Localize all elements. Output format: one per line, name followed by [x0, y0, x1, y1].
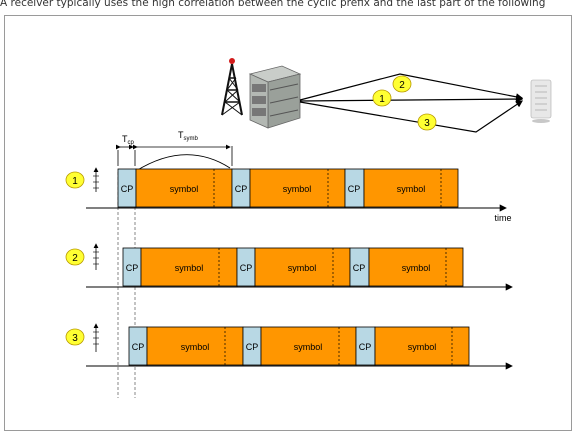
symbol-label: symbol [288, 263, 317, 273]
row-3: 3 CP symbol CP symbol CP symbol [65, 323, 513, 370]
row-1-badge-label: 1 [72, 176, 78, 187]
symbol-label: symbol [283, 184, 312, 194]
cp-label: CP [132, 342, 145, 352]
symbol-block [363, 168, 459, 208]
symbol-block [374, 326, 470, 366]
propagation-paths [299, 73, 524, 133]
tower-icon [221, 58, 243, 116]
symbol-block [140, 247, 238, 287]
base-station-icon [248, 65, 302, 129]
cp-label: CP [359, 342, 372, 352]
path-1-line [299, 95, 524, 103]
path-badge-3: 3 [417, 113, 437, 131]
caption-text: A receiver typically uses the high corre… [0, 0, 546, 9]
path-badge-2-label: 2 [399, 80, 405, 91]
cp-label: CP [121, 184, 134, 194]
time-axis-label: time [494, 213, 511, 223]
cp-label: CP [246, 342, 259, 352]
symbol-label: symbol [170, 184, 199, 194]
cp-label: CP [126, 263, 139, 273]
path-2-line [299, 73, 524, 101]
row-1: 1 CP symbol CP symbol CP symbol time [65, 167, 512, 223]
row-2-badge-label: 2 [72, 253, 78, 264]
t-cp-label: Tcp [122, 134, 135, 146]
symbol-label: symbol [408, 342, 437, 352]
symbol-label: symbol [397, 184, 426, 194]
symbol-label: symbol [175, 263, 204, 273]
timing-annotations: Tcp Tsymb [116, 130, 233, 176]
symbol-label: symbol [294, 342, 323, 352]
symbol-label: symbol [402, 263, 431, 273]
symbol-block [368, 247, 464, 287]
row-1-badge [65, 171, 85, 189]
cp-label: CP [353, 263, 366, 273]
row-3-badge [65, 328, 85, 346]
phone-icon [530, 79, 552, 123]
symbol-block [249, 168, 346, 208]
path-badge-2: 2 [392, 75, 412, 93]
row-3-badge-label: 3 [72, 333, 78, 344]
path-badge-3-label: 3 [424, 118, 430, 129]
row-2-badge [65, 248, 85, 266]
symbol-label: symbol [181, 342, 210, 352]
cp-label: CP [348, 184, 361, 194]
t-symb-label: Tsymb [178, 130, 198, 142]
path-3-line [299, 100, 523, 133]
symbol-block [254, 247, 351, 287]
cp-label: CP [235, 184, 248, 194]
cp-label: CP [240, 263, 253, 273]
path-badge-1-label: 1 [379, 94, 385, 105]
symbol-block [146, 326, 244, 366]
row-2: 2 CP symbol CP symbol CP symbol [65, 243, 513, 291]
path-badge-1: 1 [372, 89, 392, 107]
